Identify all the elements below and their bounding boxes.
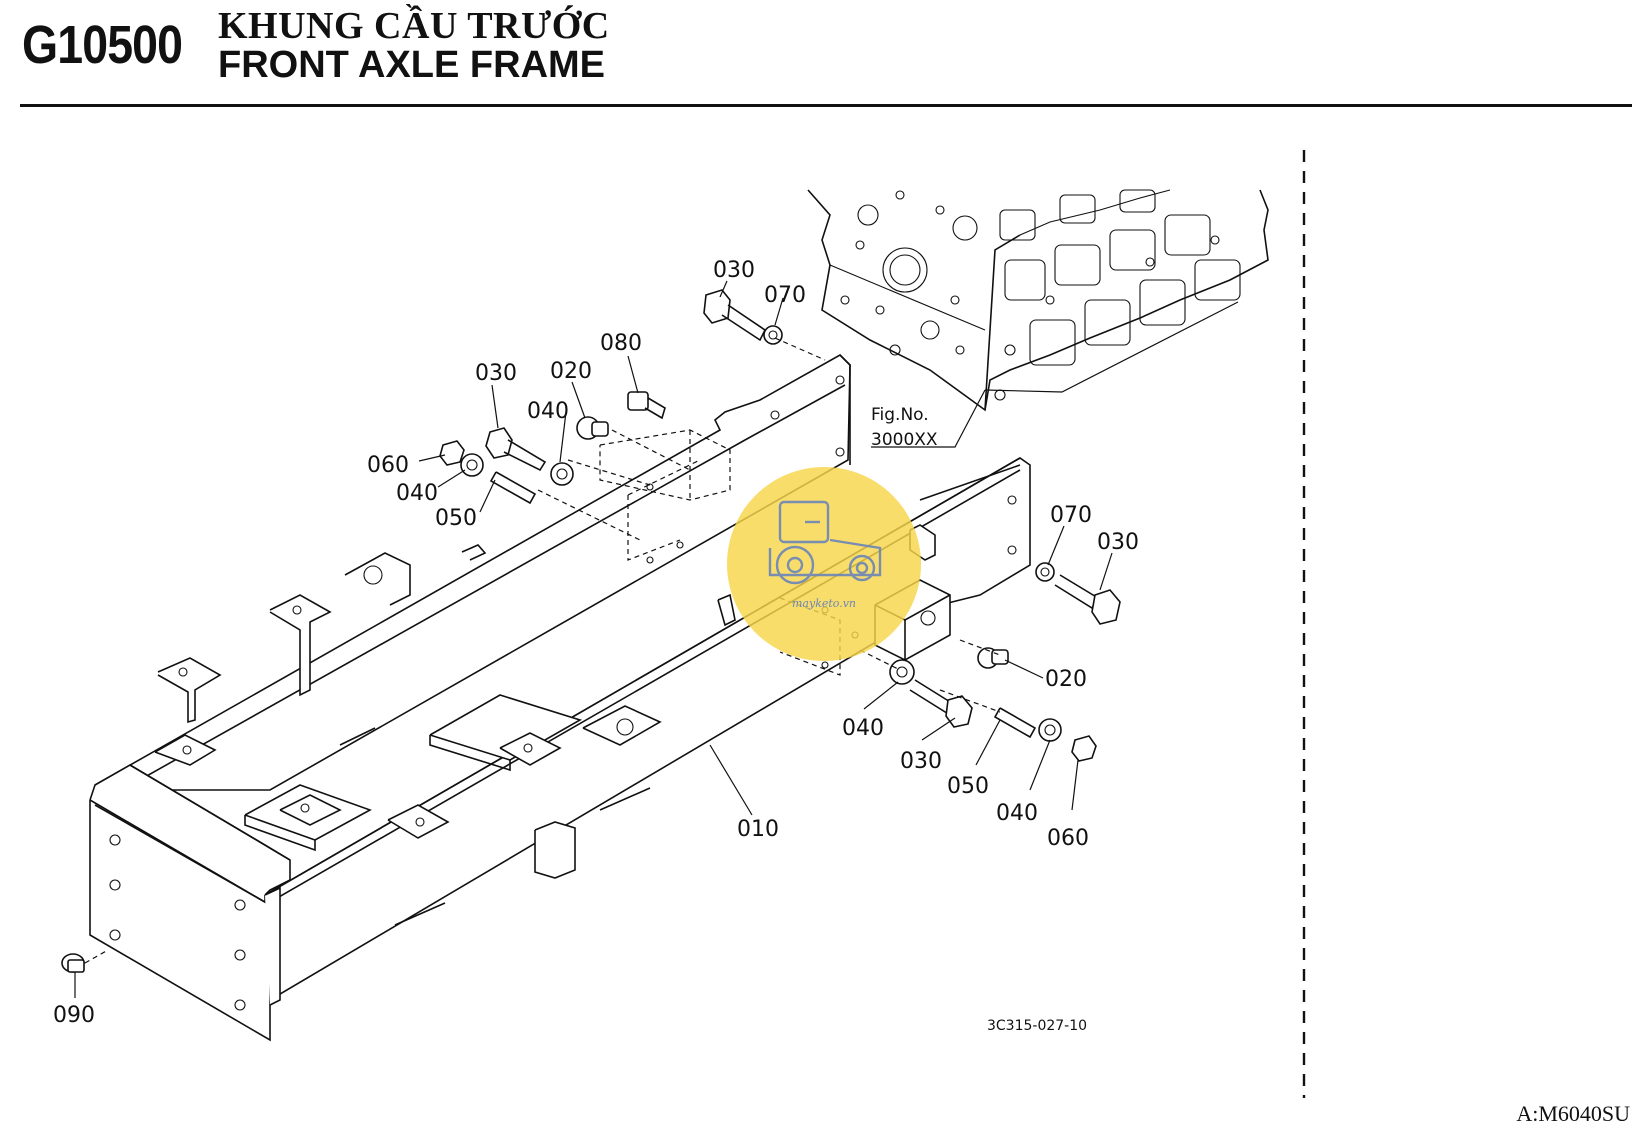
tractor-icon <box>768 500 882 585</box>
fig-label: Fig.No. <box>871 405 929 425</box>
callout-030-right: 030 <box>1097 530 1139 555</box>
watermark-text: mayketo.vn <box>792 597 856 610</box>
header-rule <box>20 104 1632 107</box>
callout-080: 080 <box>600 331 642 356</box>
callout-050-right: 050 <box>947 774 989 799</box>
callout-030-right-b: 030 <box>900 749 942 774</box>
callout-040-right-b: 040 <box>996 801 1038 826</box>
figure-reference: Fig.No. 3000XX <box>871 301 1239 450</box>
callout-090: 090 <box>53 1003 95 1028</box>
callout-labels: 030 070 080 020 030 040 060 040 050 070 … <box>53 258 1139 1028</box>
fig-number: 3000XX <box>871 430 938 450</box>
title-english: FRONT AXLE FRAME <box>218 44 606 86</box>
callout-070-top: 070 <box>764 283 806 308</box>
callout-060-right: 060 <box>1047 826 1089 851</box>
plug-090 <box>61 949 109 973</box>
drawing-number: 3C315-027-10 <box>987 1018 1087 1034</box>
callout-020-right: 020 <box>1045 667 1087 692</box>
fasteners-left <box>439 289 826 541</box>
leader-lines <box>74 280 1113 998</box>
callout-050-left: 050 <box>435 506 477 531</box>
title-vietnamese: KHUNG CẦU TRƯỚC <box>218 5 610 47</box>
callout-060-left: 060 <box>367 453 409 478</box>
page-header: G10500 KHUNG CẦU TRƯỚC FRONT AXLE FRAME <box>0 0 1638 110</box>
model-code: A:M6040SU <box>1516 1101 1630 1126</box>
watermark-circle <box>727 467 921 661</box>
callout-040-left-a: 040 <box>527 399 569 424</box>
callout-040-right-a: 040 <box>842 716 884 741</box>
callout-030-top: 030 <box>713 258 755 283</box>
callout-040-left-b: 040 <box>396 481 438 506</box>
engine-block <box>807 189 1269 412</box>
section-code: G10500 <box>22 15 183 75</box>
callout-010: 010 <box>737 817 779 842</box>
watermark-logo: mayketo.vn <box>727 467 921 661</box>
callout-030-left: 030 <box>475 361 517 386</box>
callout-020-left: 020 <box>550 359 592 384</box>
callout-070-right: 070 <box>1050 503 1092 528</box>
